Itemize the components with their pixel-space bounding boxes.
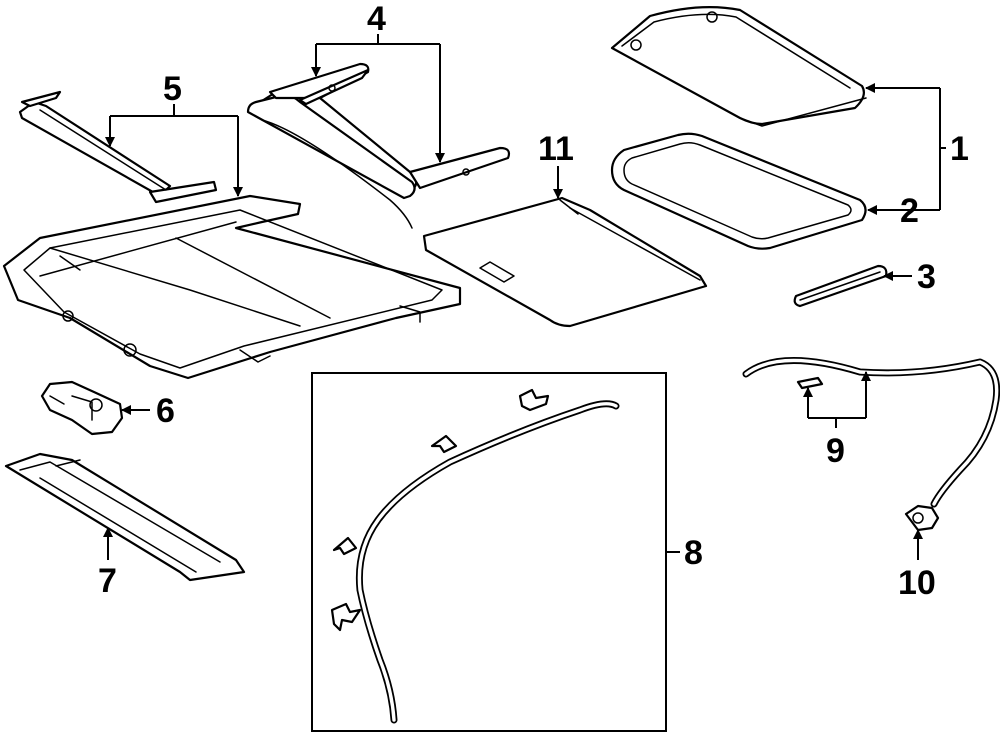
part-guide-rails[interactable] — [246, 62, 511, 229]
callout-7: 7 — [98, 562, 117, 600]
callout-6: 6 — [156, 392, 175, 430]
part-drain-trough[interactable] — [4, 452, 246, 582]
callout-labels: 1 2 3 4 5 6 7 8 9 10 11 — [98, 0, 969, 602]
part-sunroof-housing[interactable] — [2, 194, 462, 380]
callout-2: 2 — [900, 192, 919, 230]
part-deflector-strip[interactable] — [793, 264, 888, 308]
callout-5: 5 — [163, 70, 182, 108]
part-sunshade[interactable] — [422, 196, 708, 328]
part-hose-clip[interactable] — [904, 504, 940, 532]
part-weatherstrip[interactable] — [610, 132, 867, 250]
callout-9: 9 — [826, 432, 845, 470]
callout-8: 8 — [684, 534, 703, 572]
callout-11: 11 — [538, 130, 574, 168]
part-side-rail[interactable] — [18, 90, 218, 204]
part-hose-detail[interactable] — [330, 388, 620, 724]
callout-4: 4 — [367, 0, 386, 38]
part-glass-panel[interactable] — [610, 6, 867, 127]
callout-1: 1 — [950, 130, 969, 168]
leader-lines — [103, 34, 946, 560]
callout-10: 10 — [898, 564, 936, 602]
part-drain-hose[interactable] — [742, 357, 1000, 508]
callout-3: 3 — [917, 258, 936, 296]
part-motor[interactable] — [40, 380, 124, 436]
